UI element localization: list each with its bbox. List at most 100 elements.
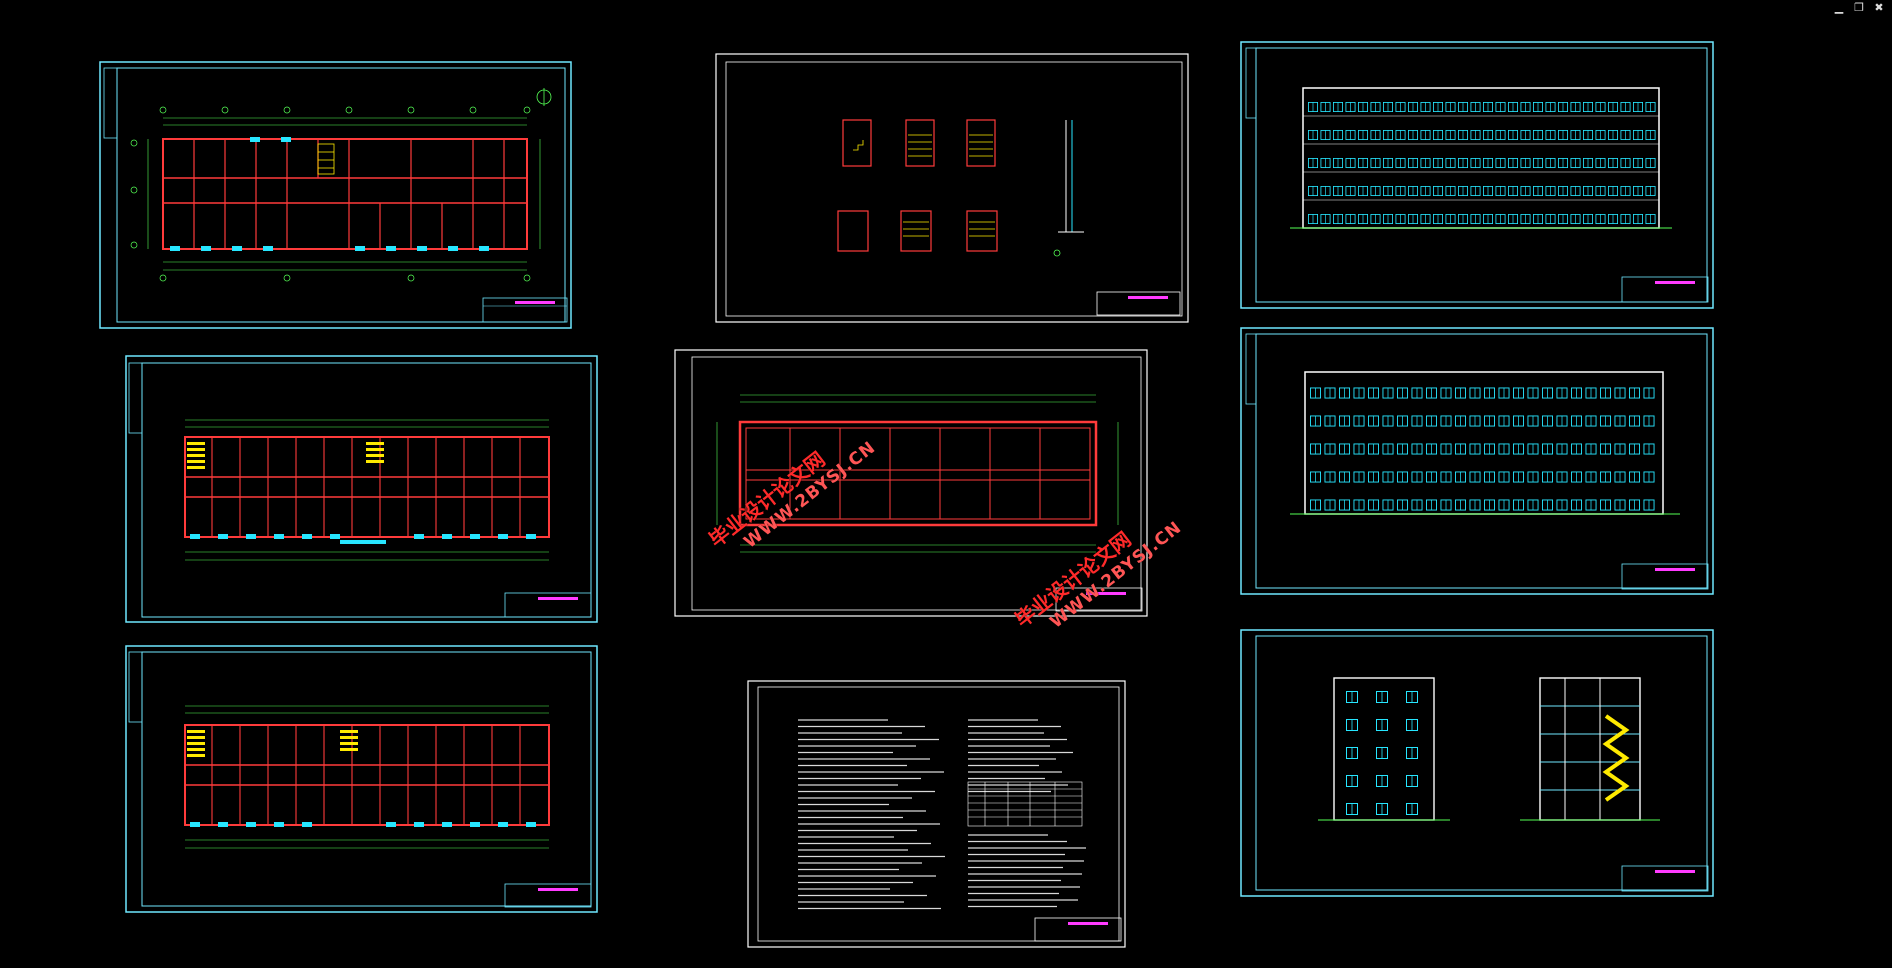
window-glyph [1383,101,1393,113]
window-glyph [1629,471,1640,483]
window-glyph [1533,157,1543,169]
window-glyph [1498,499,1510,511]
sheet-roof-plan [674,349,1148,617]
window-glyph [1527,443,1539,455]
window-glyph [1513,387,1524,399]
window-glyph [1397,443,1408,455]
window-glyph [1376,802,1388,816]
window-glyph [1585,499,1597,511]
window-glyph [1320,185,1331,197]
window-glyph [1406,690,1418,704]
window-glyph [1483,185,1493,197]
window-glyph [1455,443,1466,455]
window-glyph [1440,415,1452,427]
window-glyph [1556,387,1568,399]
window-glyph [1445,213,1456,225]
window-glyph [1320,101,1331,113]
window-glyph [1353,471,1365,483]
title-block [1055,587,1143,612]
elevation-windows [1308,101,1656,225]
window-glyph [1508,157,1518,169]
window-glyph [1556,471,1568,483]
window-glyph [1433,101,1443,113]
window-glyph [1320,129,1331,141]
window-glyph [1470,185,1481,197]
title-block [504,592,592,618]
window-glyph [1308,157,1318,169]
window-glyph [1368,415,1379,427]
window-glyph [1358,213,1368,225]
window-glyph [1508,129,1518,141]
window-glyph [1408,101,1418,113]
window-glyph [1495,213,1506,225]
window-glyph [1411,387,1423,399]
window-glyph [1368,471,1379,483]
sheet-inner-frame [116,67,566,323]
window-glyph [1368,387,1379,399]
window-glyph [1455,499,1466,511]
window-glyph [1583,101,1593,113]
window-glyph [1395,129,1406,141]
window-glyph [1406,802,1418,816]
window-glyph [1645,185,1656,197]
window-glyph [1556,443,1568,455]
window-glyph [1455,471,1466,483]
window-glyph [1498,443,1510,455]
window-glyph [1633,157,1643,169]
title-block [1621,865,1709,892]
title-block [504,883,592,908]
window-glyph [1426,387,1437,399]
sheet-design-notes [747,680,1126,948]
window-glyph [1629,387,1640,399]
window-glyph [1383,185,1393,197]
window-glyph [1527,471,1539,483]
window-glyph [1520,101,1531,113]
window-glyph [1420,157,1431,169]
window-glyph [1645,129,1656,141]
building-outline [1302,87,1660,229]
window-glyph [1310,415,1321,427]
window-glyph [1458,185,1468,197]
window-glyph [1495,129,1506,141]
side-elevation [1333,677,1435,821]
window-glyph [1643,499,1655,511]
window-glyph [1370,213,1381,225]
window-glyph [1520,157,1531,169]
window-glyph [1527,499,1539,511]
window-glyph [1585,387,1597,399]
window-glyph [1346,746,1358,760]
window-glyph [1455,387,1466,399]
window-glyph [1570,213,1581,225]
window-glyph [1629,415,1640,427]
close-button[interactable]: ✖ [1874,1,1884,14]
window-marks [170,137,489,251]
window-glyph [1458,129,1468,141]
window-glyph [1570,185,1581,197]
window-glyph [1513,443,1524,455]
restore-button[interactable]: ❐ [1854,1,1864,14]
window-glyph [1608,213,1618,225]
window-glyph [1643,387,1655,399]
window-glyph [1483,101,1493,113]
window-glyph [1376,746,1388,760]
window-glyph [1382,387,1394,399]
window-glyph [1595,185,1606,197]
window-glyph [1469,387,1481,399]
door-window-schedule [967,781,1083,827]
window-glyph [1542,471,1553,483]
minimize-button[interactable]: ▁ [1834,1,1844,14]
window-glyph [1542,415,1553,427]
window-glyph [1370,101,1381,113]
window-glyph [1433,129,1443,141]
axis-bubbles [130,106,531,282]
window-glyph [1595,129,1606,141]
window-glyph [1629,443,1640,455]
window-glyph [1527,387,1539,399]
window-glyph [1339,443,1350,455]
window-glyph [1382,443,1394,455]
window-glyph [1470,101,1481,113]
window-glyph [1533,129,1543,141]
window-glyph [1508,101,1518,113]
window-glyph [1339,415,1350,427]
